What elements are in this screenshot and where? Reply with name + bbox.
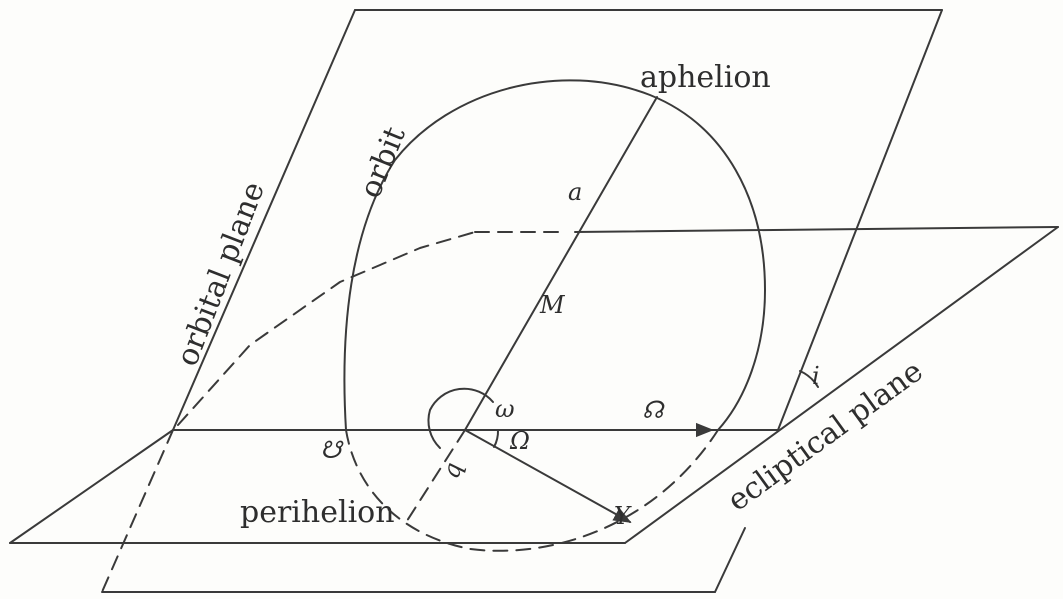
- vernal-equinox-vector: [464, 429, 632, 523]
- ecliptic-hidden-curve: [177, 231, 476, 426]
- ecliptical-plane-label: ecliptical plane: [721, 354, 929, 519]
- orbital-plane: [101, 9, 943, 593]
- ecliptic-right-edge: [624, 226, 1059, 544]
- mean-anomaly-label: M: [539, 291, 566, 319]
- perihelion-label: perihelion: [240, 495, 395, 530]
- aphelion-label: aphelion: [640, 60, 771, 95]
- longitude-ascending-node-label: Ω: [509, 427, 530, 455]
- orbital-plane-right-edge: [777, 9, 943, 431]
- major-axis-line: [464, 96, 658, 431]
- semi-major-axis-label: a: [568, 178, 582, 206]
- vernal-equinox-symbol: Υ: [614, 502, 632, 530]
- argument-of-perihelion-label: ω: [495, 395, 515, 423]
- ecliptic-left-edge: [9, 429, 174, 544]
- orbital-plane-label: orbital plane: [170, 177, 272, 371]
- ecliptical-plane: [9, 226, 1059, 544]
- orbit-label: orbit: [353, 122, 413, 203]
- descending-node-symbol: ☋: [320, 436, 344, 464]
- orbital-plane-left-edge: [172, 9, 356, 431]
- orbital-plane-left-edge-hidden: [101, 429, 174, 593]
- orbit-solid-arc: [343, 79, 766, 431]
- orbit-hidden-arc: [345, 429, 719, 552]
- orbit-ellipse: [343, 79, 766, 552]
- omega-angle-arc: [427, 387, 494, 449]
- orbital-plane-right-stub: [714, 527, 746, 593]
- perihelion-axis-hidden: [404, 429, 466, 525]
- inclination-angle-arc: [799, 370, 819, 388]
- perihelion-distance-label: q: [437, 459, 468, 481]
- ascending-node-symbol: ☊: [642, 396, 665, 424]
- ecliptic-top-edge: [574, 226, 1059, 233]
- inclination-label: i: [812, 362, 820, 390]
- big-omega-angle-arc: [493, 429, 500, 448]
